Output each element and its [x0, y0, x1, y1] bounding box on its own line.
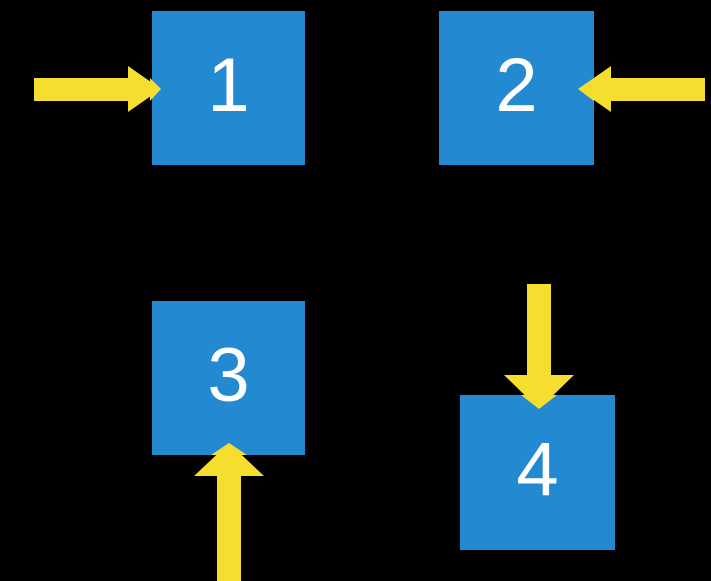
- node-4-label: 4: [516, 428, 558, 513]
- node-3[interactable]: 3: [152, 301, 305, 455]
- arrow-into-node-3-shape: [194, 443, 264, 581]
- arrow-into-node-3-tip-overlay: [211, 443, 247, 455]
- node-1-label: 1: [207, 43, 249, 128]
- node-2-label: 2: [495, 43, 537, 128]
- node-1[interactable]: 1: [152, 11, 305, 165]
- node-3-label: 3: [207, 333, 249, 418]
- arrow-into-node-2-shape: [578, 66, 705, 112]
- node-2[interactable]: 2: [439, 11, 594, 165]
- arrow-into-node-1-tip-overlay: [150, 78, 161, 101]
- arrow-into-node-4-tip-overlay: [521, 395, 557, 409]
- node-3-box[interactable]: [152, 301, 305, 455]
- node-4-box[interactable]: [460, 395, 615, 550]
- arrow-into-node-2-tip-overlay: [578, 78, 594, 101]
- node-1-box[interactable]: [152, 11, 305, 165]
- node-2-box[interactable]: [439, 11, 594, 165]
- arrow-into-node-1-shape: [34, 66, 161, 112]
- arrow-into-node-4-shape: [504, 284, 574, 409]
- node-4[interactable]: 4: [460, 395, 615, 550]
